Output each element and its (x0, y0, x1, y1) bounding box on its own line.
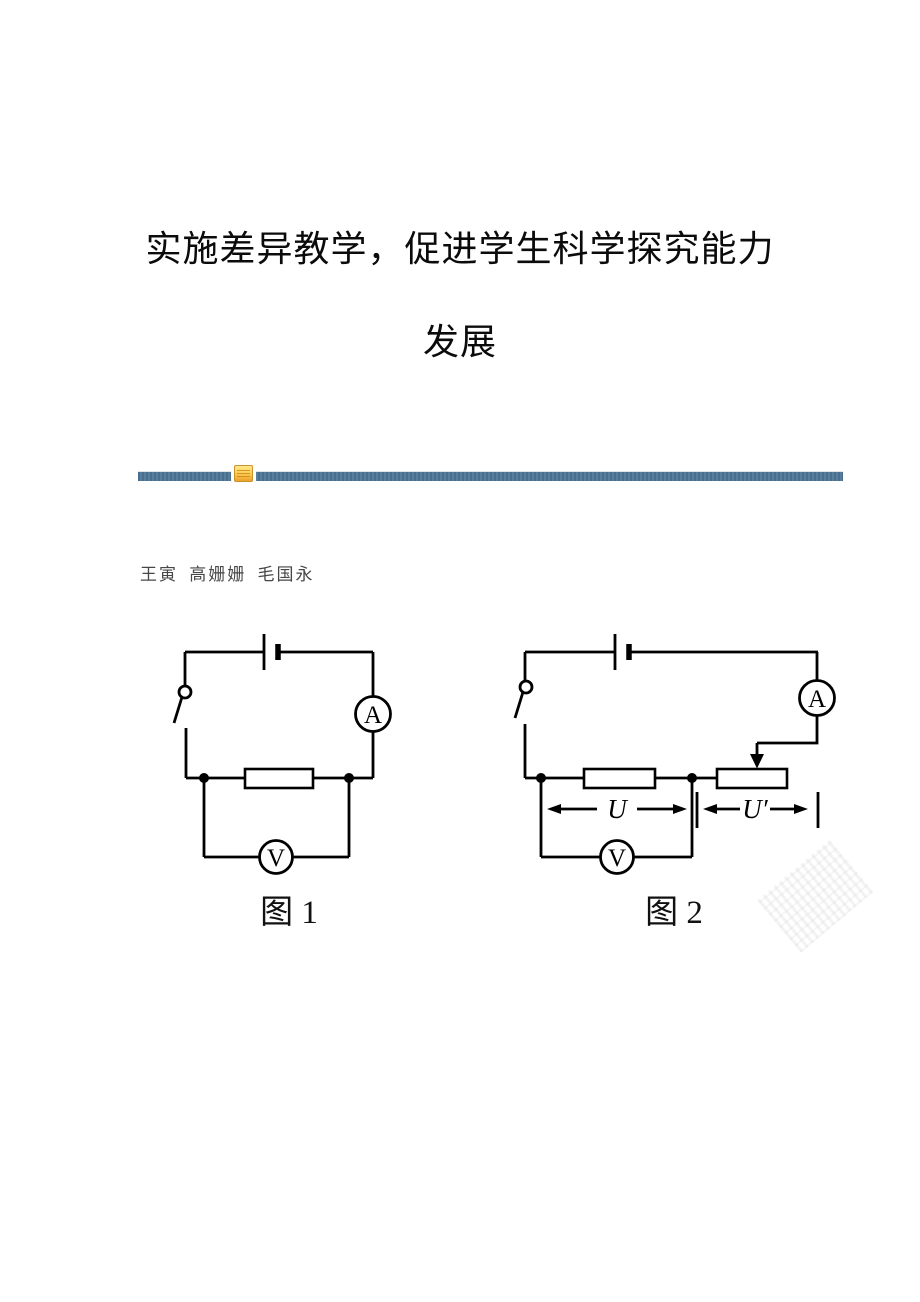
figure1-caption: 图 1 (260, 895, 318, 931)
switch-blade (172, 696, 184, 724)
voltmeter-symbol (258, 839, 294, 875)
figure2-caption: 图 2 (645, 895, 703, 931)
ammeter-label: A (808, 686, 826, 713)
gold-note-icon (234, 465, 253, 482)
uprime-span-left-arrowhead (703, 804, 717, 814)
slider-arrow-head (750, 754, 764, 769)
voltmeter-label: V (608, 845, 626, 872)
voltmeter-label: V (267, 845, 285, 872)
figure2-circuit-diagram: A U U′ (498, 623, 860, 933)
u-label: U (607, 794, 628, 824)
switch-pivot (177, 684, 193, 700)
figure1-circuit-diagram: A V 图 1 (148, 623, 410, 933)
ammeter-label: A (364, 702, 382, 729)
wire-ammeter-to-slider (757, 715, 819, 745)
switch-pivot (518, 679, 534, 695)
document-title-line2: 发展 (422, 322, 497, 362)
rheostat-symbol (715, 767, 789, 790)
authors-line: 王寅 高姗姗 毛国永 (140, 565, 315, 584)
uprime-span-right-arrowhead (794, 804, 808, 814)
switch-blade (513, 691, 525, 719)
section-divider-bar (138, 471, 843, 481)
resistor-symbol (582, 767, 657, 790)
voltmeter-symbol (599, 839, 635, 875)
document-title-line1: 实施差异教学，促进学生科学探究能力 (145, 229, 775, 269)
uprime-label: U′ (742, 794, 768, 824)
u-span-right-arrowhead (673, 804, 687, 814)
u-span-left-arrowhead (547, 804, 561, 814)
resistor-symbol (243, 767, 315, 790)
